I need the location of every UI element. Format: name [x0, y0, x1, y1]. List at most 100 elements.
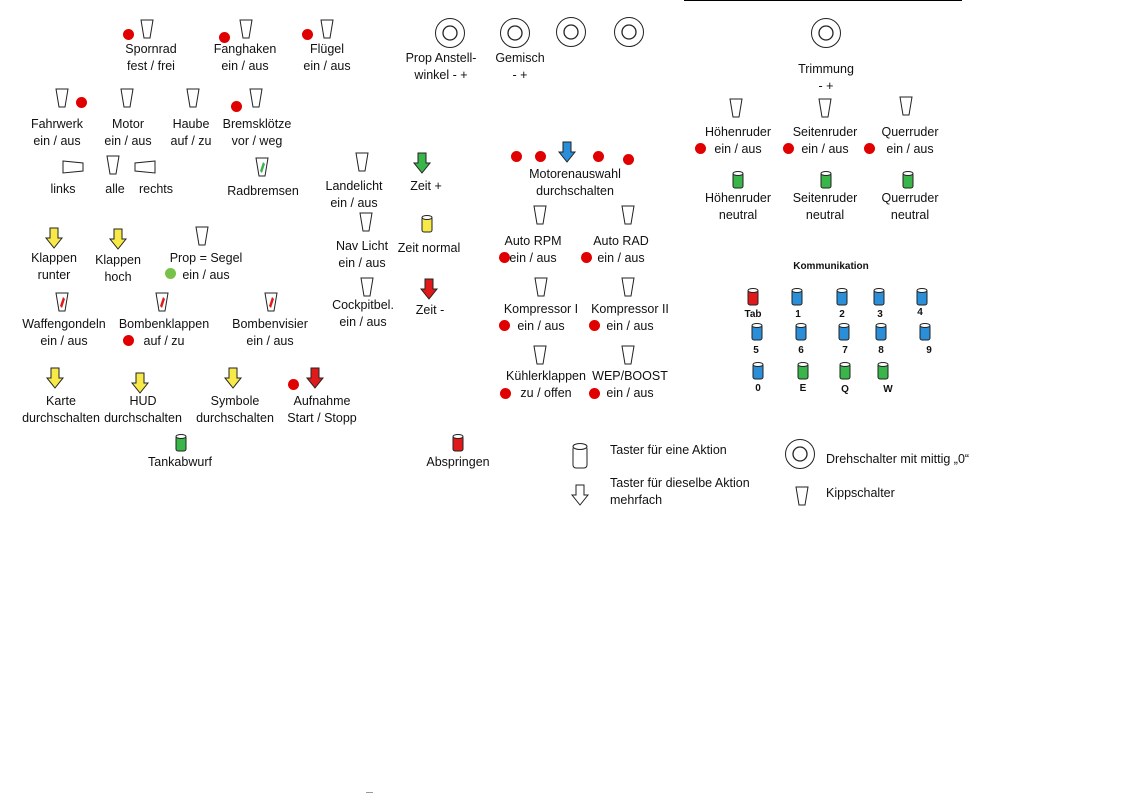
- auto-rad-indicator-dot: [580, 251, 592, 263]
- komm-e-label: E: [799, 383, 807, 394]
- komm-9-label: 9: [926, 345, 932, 356]
- symbole-arrow-down-icon: [223, 367, 243, 389]
- komm-7-label: 7: [842, 345, 848, 356]
- alle-toggle-switch-icon: [106, 155, 120, 175]
- komm-tab-button-icon: [747, 288, 759, 306]
- bombenklappen-toggle-switch-icon: [155, 292, 169, 312]
- komm-5-label: 5: [753, 345, 759, 356]
- radbremsen-toggle-switch-icon: [255, 157, 269, 177]
- komm-2-label: 2: [839, 309, 845, 320]
- motor-toggle-switch-icon: [120, 88, 134, 108]
- klappen-runter-arrow-down-icon: [44, 227, 64, 249]
- komm-9-button-icon: [919, 323, 931, 341]
- komm-0-label: 0: [755, 383, 761, 394]
- motorenauswahl-indicator-dot: [534, 150, 546, 162]
- tankabwurf-push-button-icon: [175, 434, 187, 452]
- komm-1-label: 1: [795, 309, 801, 320]
- kommunikation-title: Kommunikation: [793, 261, 869, 272]
- komm-3-button-icon: [873, 288, 885, 306]
- fahrwerk-indicator-dot: [75, 96, 87, 108]
- links-toggle-left-icon: [62, 160, 84, 174]
- tankabwurf-label: Tankabwurf: [148, 455, 212, 469]
- karte-arrow-down-icon: [45, 367, 65, 389]
- abspringen-push-button-icon: [452, 434, 464, 452]
- rechts-toggle-right-icon: [134, 160, 156, 174]
- fanghaken-toggle-switch-icon: [239, 19, 253, 39]
- komm-8-button-icon: [875, 323, 887, 341]
- nav-licht-toggle-switch-icon: [359, 212, 373, 232]
- zeit-minus-label: Zeit -: [415, 303, 445, 317]
- hoehenruder-indicator-dot: [694, 142, 706, 154]
- fanghaken-indicator-dot: [218, 31, 230, 43]
- kuehlerklappen-indicator-dot: [499, 387, 511, 399]
- auto-rpm-toggle-switch-icon: [533, 205, 547, 225]
- bremskloetze-indicator-dot: [230, 100, 242, 112]
- kompressor-1-indicator-dot: [498, 319, 510, 331]
- hud-arrow-down-icon: [130, 372, 150, 394]
- prop-segel-indicator-dot: [164, 267, 176, 279]
- auto-rad-toggle-switch-icon: [621, 205, 635, 225]
- zeit-plus-arrow-down-icon: [412, 152, 432, 174]
- kompressor-2-toggle-switch-icon: [621, 277, 635, 297]
- legend-drehschalter-label: Drehschalter mit mittig „0“: [826, 452, 970, 466]
- bottom-dash: [366, 792, 373, 793]
- trimmung-label: Trimmung- +: [798, 62, 854, 93]
- aufnahme-indicator-dot: [287, 378, 299, 390]
- zeit-normal-push-button-icon: [421, 215, 433, 233]
- cockpitbel-label: Cockpitbel.ein / aus: [332, 298, 394, 329]
- gemisch-label: Gemisch- +: [495, 51, 545, 82]
- komm-7-button-icon: [838, 323, 850, 341]
- legend-toggle-switch-icon: [795, 486, 809, 506]
- spornrad-indicator-dot: [122, 28, 134, 40]
- querruder-toggle-switch-icon: [899, 96, 913, 116]
- waffengondeln-toggle-switch-icon: [55, 292, 69, 312]
- hoehenruder-neutral-push-button-icon: [732, 171, 744, 189]
- gemisch-rotary-switch-icon: [500, 18, 530, 48]
- haube-toggle-switch-icon: [186, 88, 200, 108]
- legend-kippschalter-label: Kippschalter: [826, 486, 895, 500]
- komm-1-button-icon: [791, 288, 803, 306]
- komm-tab-label: Tab: [744, 309, 762, 320]
- top-rule: [684, 0, 962, 1]
- bremskloetze-toggle-switch-icon: [249, 88, 263, 108]
- prop-anstellwinkel-rotary-switch-icon: [435, 18, 465, 48]
- rechts-label: rechts: [138, 182, 174, 196]
- komm-q-button-icon: [839, 362, 851, 380]
- motorenauswahl-indicator-dot: [592, 150, 604, 162]
- querruder-indicator-dot: [863, 142, 875, 154]
- legend-rotary-switch-icon: [785, 439, 815, 469]
- rotary-3-rotary-switch-icon: [556, 17, 586, 47]
- querruder-neutral-push-button-icon: [902, 171, 914, 189]
- motorenauswahl-arrow-down-icon: [557, 141, 577, 163]
- komm-q-label: Q: [841, 384, 849, 395]
- kompressor-1-toggle-switch-icon: [534, 277, 548, 297]
- bombenvisier-toggle-switch-icon: [264, 292, 278, 312]
- prop-anstellwinkel-label: Prop Anstell-winkel - +: [405, 51, 477, 82]
- legend-push-button-icon: [572, 443, 588, 469]
